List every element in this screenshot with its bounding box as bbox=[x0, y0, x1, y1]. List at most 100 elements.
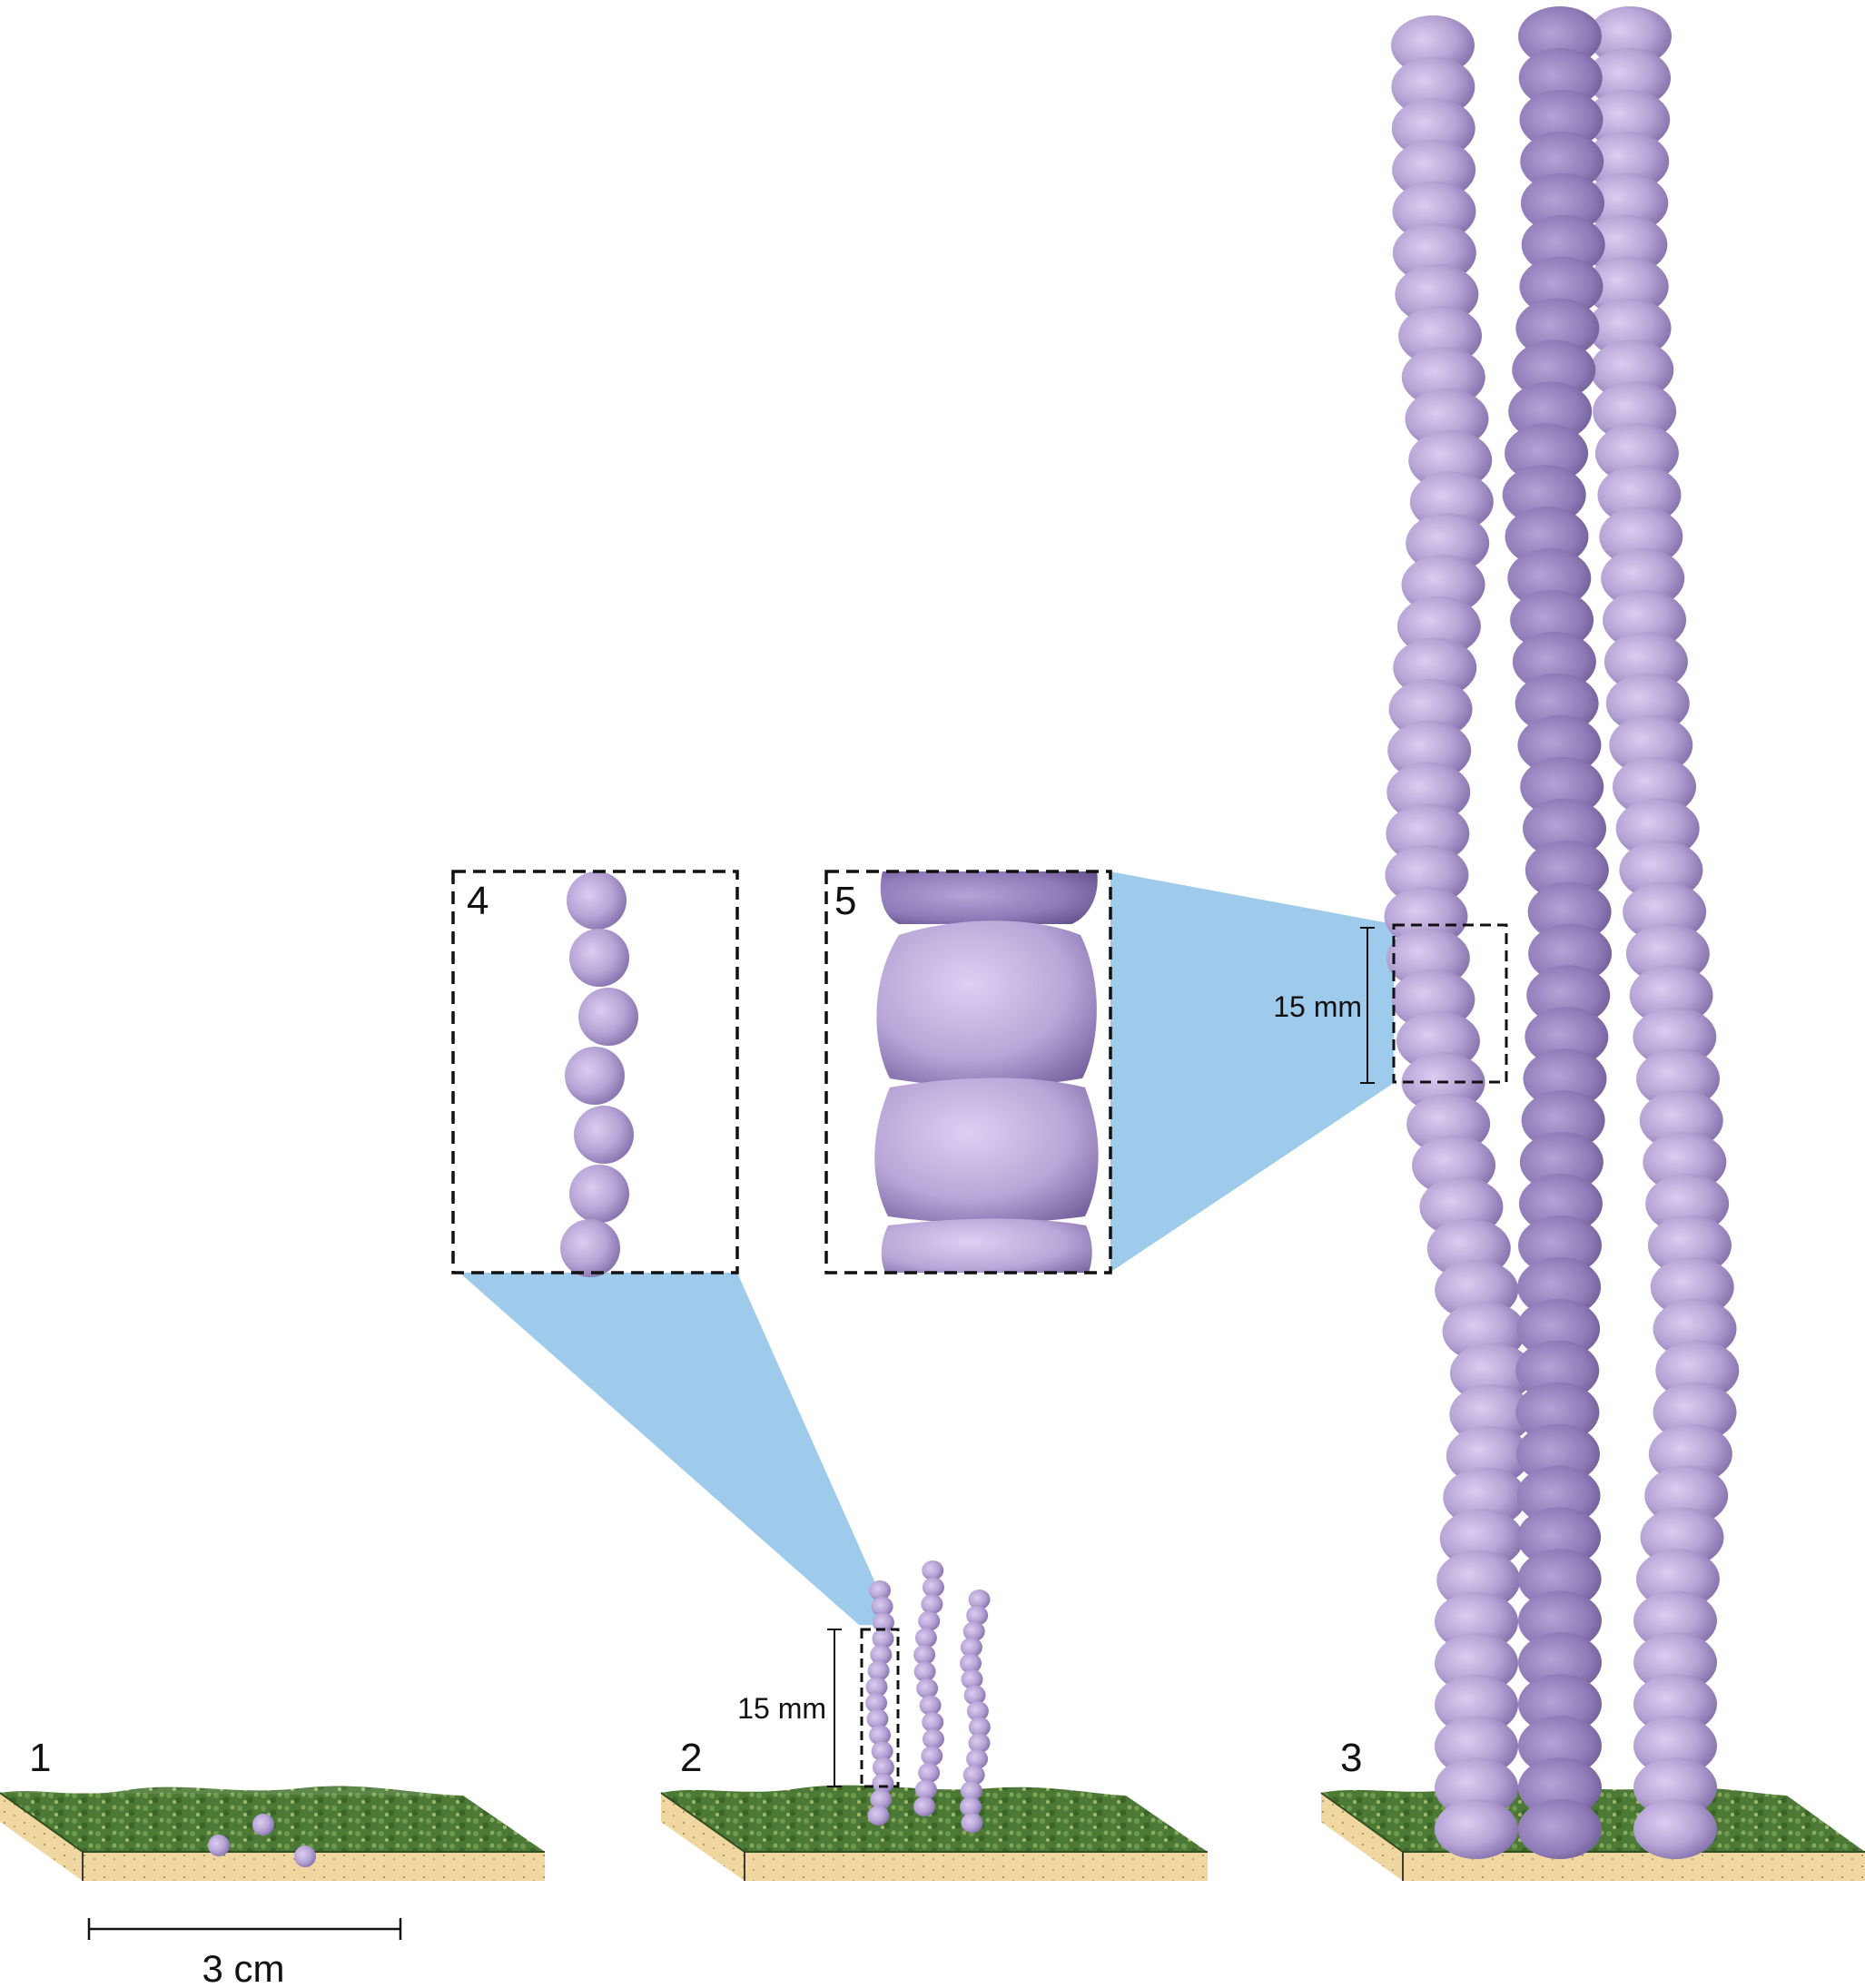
filament-bead bbox=[1518, 47, 1603, 108]
filament-bead bbox=[569, 929, 629, 987]
filament-bead bbox=[922, 1560, 944, 1580]
filament-bead bbox=[1601, 548, 1685, 609]
inset-5-frame bbox=[824, 870, 1112, 1274]
filament-bead bbox=[1449, 1343, 1534, 1403]
filament-bead bbox=[1585, 131, 1670, 192]
filament-bead bbox=[1518, 1674, 1602, 1735]
filament-bead bbox=[872, 1757, 894, 1777]
filament-bead bbox=[961, 1668, 983, 1689]
filament-bead bbox=[1518, 1632, 1602, 1693]
filament-bead bbox=[913, 1644, 936, 1665]
filament-bead bbox=[968, 1733, 991, 1754]
filament-bead bbox=[1518, 1215, 1603, 1275]
filament-bead bbox=[913, 1796, 936, 1816]
filament-bead bbox=[1587, 47, 1672, 108]
filament-bead bbox=[960, 1653, 982, 1674]
filament-bead bbox=[922, 1577, 944, 1598]
filament-bead bbox=[922, 1712, 944, 1733]
filament-bead bbox=[1633, 1632, 1717, 1693]
filament-bead bbox=[871, 1596, 893, 1617]
filament-bead bbox=[1633, 1716, 1717, 1776]
filament-bead bbox=[565, 1047, 625, 1105]
filament-bead bbox=[1391, 56, 1475, 117]
panel-3-height-label: 15 mm bbox=[1273, 990, 1362, 1023]
filament-bead bbox=[1519, 1132, 1604, 1193]
filament-bead bbox=[1597, 465, 1682, 526]
platform-2 bbox=[660, 1785, 1208, 1881]
filament-bead bbox=[872, 1773, 894, 1794]
panel-1-spheres bbox=[208, 1814, 316, 1867]
panel-2-selection-box bbox=[860, 1628, 900, 1788]
platform-1 bbox=[0, 1786, 545, 1881]
filament-bead bbox=[1526, 965, 1611, 1026]
filament-bead bbox=[866, 1708, 889, 1729]
filament-bead bbox=[1520, 172, 1604, 233]
scale-bar bbox=[87, 1918, 402, 1940]
filament-bead bbox=[963, 1685, 986, 1706]
filament-bead bbox=[867, 1660, 890, 1681]
filament-bead bbox=[918, 1762, 941, 1783]
panel-3-filaments bbox=[1384, 6, 1740, 1859]
filament-bead bbox=[869, 1725, 892, 1746]
filament-bead bbox=[916, 1678, 939, 1698]
filament-bead bbox=[1391, 15, 1475, 75]
filament-bead bbox=[1518, 6, 1602, 66]
filament-bead bbox=[1525, 1007, 1609, 1068]
inset-4 bbox=[451, 870, 739, 1277]
panel-2-height-bracket bbox=[827, 1629, 842, 1787]
filament-bead bbox=[960, 1780, 982, 1801]
filament-bead bbox=[569, 1165, 629, 1223]
filament-bead bbox=[1523, 1048, 1607, 1109]
filament-bead bbox=[913, 1661, 936, 1682]
filament-bead bbox=[869, 1580, 891, 1600]
filament-bead bbox=[1584, 172, 1669, 233]
panel-2-filaments bbox=[865, 1560, 991, 1833]
filament-bead bbox=[966, 1605, 989, 1626]
filament-bead bbox=[1435, 1799, 1518, 1859]
panel-label-3: 3 bbox=[1340, 1736, 1362, 1780]
filament-bead bbox=[867, 1806, 890, 1826]
inset-5 bbox=[824, 870, 1112, 1274]
panel-label-5: 5 bbox=[834, 879, 856, 923]
filament-bead bbox=[918, 1610, 941, 1631]
filament-bead bbox=[1518, 1757, 1602, 1818]
filament-bead bbox=[1435, 1633, 1518, 1694]
filament-bead bbox=[1516, 1298, 1601, 1359]
filament-bead bbox=[1386, 803, 1470, 864]
filament-bead bbox=[968, 1589, 991, 1609]
filament-bead bbox=[1391, 98, 1475, 159]
filament-bead bbox=[1518, 1799, 1602, 1859]
panel-3-height-bracket bbox=[1360, 927, 1375, 1084]
filament-bead bbox=[1528, 923, 1613, 984]
filament-bead bbox=[871, 1741, 893, 1762]
filament-bead bbox=[1516, 1465, 1601, 1526]
inset-4-frame bbox=[451, 870, 739, 1274]
filament-bead bbox=[1519, 89, 1604, 150]
filament-bead bbox=[921, 1594, 943, 1615]
filament-bead bbox=[922, 1728, 944, 1749]
filament-bead bbox=[1521, 1090, 1605, 1151]
filament-bead bbox=[1515, 1423, 1600, 1484]
panel-label-1: 1 bbox=[29, 1736, 51, 1780]
filament-bead bbox=[1633, 1757, 1717, 1818]
filament-bead bbox=[966, 1701, 989, 1721]
filament-bead bbox=[914, 1628, 937, 1648]
filament-bead bbox=[1385, 844, 1469, 905]
filament-bead bbox=[560, 1219, 620, 1277]
filament-bead bbox=[1392, 140, 1476, 201]
filament-bead bbox=[1387, 720, 1472, 781]
filament-bead bbox=[1517, 1256, 1602, 1317]
filament-bead bbox=[962, 1765, 985, 1786]
filament-bead bbox=[1518, 1174, 1603, 1235]
filament-bead bbox=[968, 1717, 991, 1737]
filament-bead bbox=[1633, 1590, 1717, 1651]
filament-bead bbox=[1386, 762, 1471, 822]
panel-3-selection-box bbox=[1392, 923, 1508, 1084]
filament-bead bbox=[578, 988, 638, 1046]
panel-2-height-label: 15 mm bbox=[737, 1692, 826, 1725]
filament-bead bbox=[919, 1695, 942, 1716]
filament-bead bbox=[1588, 6, 1672, 66]
filament-bead bbox=[1517, 1507, 1602, 1568]
filament-bead bbox=[1517, 1549, 1602, 1609]
